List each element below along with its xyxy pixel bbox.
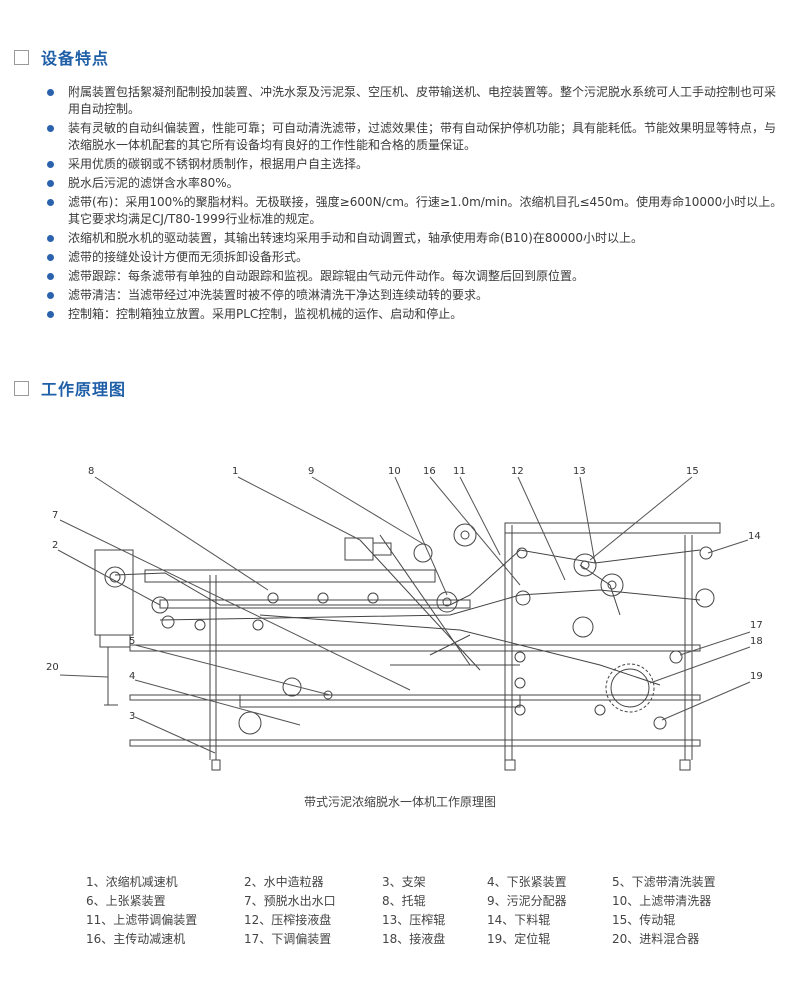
legend-item: 6、上张紧装置 [86, 894, 166, 908]
legend-item: 1、浓缩机减速机 [86, 875, 178, 889]
machine-frame [129, 522, 721, 771]
features-list: 附属装置包括絮凝剂配制投加装置、冲洗水泵及污泥泵、空压机、皮带输送机、电控装置等… [44, 84, 784, 325]
feature-item: 浓缩机和脱水机的驱动装置，其输出转速均采用手动和自动调置式，轴承使用寿命(B10… [44, 230, 784, 247]
filter-belts [114, 534, 701, 686]
legend-item: 17、下调偏装置 [244, 932, 332, 946]
legend-item: 18、接液盘 [382, 932, 446, 946]
legend-item: 4、下张紧装置 [487, 875, 567, 889]
legend-item: 7、预脱水出水口 [244, 894, 336, 908]
callout-3: 3 [129, 711, 135, 722]
feature-item: 滤带(布)：采用100%的聚脂材料。无极联接，强度≥600N/cm。行速≥1.0… [44, 194, 784, 228]
legend-item: 2、水中造粒器 [244, 875, 324, 889]
callout-16: 16 [423, 466, 436, 477]
feature-text: 脱水后污泥的滤饼含水率80%。 [68, 176, 239, 190]
section-title-features: 设备特点 [41, 49, 110, 68]
callout-7: 7 [52, 510, 58, 521]
feature-text: 装有灵敏的自动纠偏装置，性能可靠；可自动清洗滤带，过滤效果佳；带有自动保护停机功… [68, 121, 777, 152]
feature-item: 装有灵敏的自动纠偏装置，性能可靠；可自动清洗滤带，过滤效果佳；带有自动保护停机功… [44, 120, 784, 154]
callout-1: 1 [232, 466, 238, 477]
section-checkbox-icon [14, 49, 29, 65]
section-title-diagram: 工作原理图 [41, 380, 127, 399]
feature-text: 采用优质的碳钢或不锈钢材质制作，根据用户自主选择。 [68, 157, 369, 171]
legend-item: 13、压榨辊 [382, 913, 446, 927]
callout-13: 13 [573, 466, 586, 477]
bullet-icon [47, 311, 54, 318]
legend-item: 11、上滤带调偏装置 [86, 913, 198, 927]
callout-4: 4 [129, 671, 135, 682]
callout-8: 8 [88, 466, 94, 477]
callout-numbers: 1 2 3 4 5 7 8 9 10 16 11 12 13 15 14 17 … [46, 466, 763, 722]
callout-12: 12 [511, 466, 524, 477]
legend-item: 10、上滤带清洗器 [612, 894, 712, 908]
feature-item: 脱水后污泥的滤饼含水率80%。 [44, 175, 784, 192]
callout-18: 18 [750, 636, 763, 647]
feature-text: 滤带的接缝处设计方便而无须拆卸设备形式。 [68, 250, 309, 264]
callout-2: 2 [52, 540, 58, 551]
callout-19: 19 [750, 671, 763, 682]
feature-item: 附属装置包括絮凝剂配制投加装置、冲洗水泵及污泥泵、空压机、皮带输送机、电控装置等… [44, 84, 784, 118]
parts-legend: 1、浓缩机减速机 2、水中造粒器 3、支架 4、下张紧装置 5、下滤带清洗装置 6、上张紧… [86, 875, 786, 947]
legend-item: 5、下滤带清洗装置 [612, 875, 716, 889]
legend-item: 15、传动辊 [612, 913, 676, 927]
feature-text: 滤带清洁：当滤带经过冲洗装置时被不停的喷淋清洗干净达到连续动转的要求。 [68, 288, 489, 302]
bullet-icon [47, 180, 54, 187]
feature-item: 控制箱：控制箱独立放置。采用PLC控制，监视机械的运作、启动和停止。 [44, 306, 784, 323]
callout-lines [57, 476, 751, 754]
legend-item: 16、主传动减速机 [86, 932, 186, 946]
feature-text: 附属装置包括絮凝剂配制投加装置、冲洗水泵及污泥泵、空压机、皮带输送机、电控装置等… [68, 85, 777, 116]
legend-item: 14、下料辊 [487, 913, 551, 927]
feature-item: 采用优质的碳钢或不锈钢材质制作，根据用户自主选择。 [44, 156, 784, 173]
legend-item: 8、托辊 [382, 894, 426, 908]
legend-item: 3、支架 [382, 875, 426, 889]
bullet-icon [47, 254, 54, 261]
callout-20: 20 [46, 662, 59, 673]
callout-5: 5 [129, 636, 135, 647]
feature-text: 浓缩机和脱水机的驱动装置，其输出转速均采用手动和自动调置式，轴承使用寿命(B10… [68, 231, 644, 245]
feature-item: 滤带清洁：当滤带经过冲洗装置时被不停的喷淋清洗干净达到连续动转的要求。 [44, 287, 784, 304]
bullet-icon [47, 292, 54, 299]
callout-11: 11 [453, 466, 466, 477]
bullet-icon [47, 89, 54, 96]
feature-text: 滤带(布)：采用100%的聚脂材料。无极联接，强度≥600N/cm。行速≥1.0… [68, 195, 783, 226]
callout-9: 9 [308, 466, 314, 477]
callout-14: 14 [748, 531, 761, 542]
section-header-diagram: 工作原理图 [14, 376, 126, 400]
feature-item: 滤带的接缝处设计方便而无须拆卸设备形式。 [44, 249, 784, 266]
bullet-icon [47, 235, 54, 242]
rollers [104, 523, 715, 735]
bullet-icon [47, 199, 54, 206]
legend-item: 9、污泥分配器 [487, 894, 567, 908]
callout-17: 17 [750, 620, 763, 631]
feature-text: 滤带跟踪：每条滤带有单独的自动跟踪和监视。跟踪辊由气动元件动作。每次调整后回到原… [68, 269, 585, 283]
bullet-icon [47, 125, 54, 132]
legend-item: 12、压榨接液盘 [244, 913, 332, 927]
legend-item: 19、定位辊 [487, 932, 551, 946]
section-header-features: 设备特点 [14, 45, 109, 69]
feature-text: 控制箱：控制箱独立放置。采用PLC控制，监视机械的运作、启动和停止。 [68, 307, 463, 321]
legend-item: 20、进料混合器 [612, 932, 700, 946]
bullet-icon [47, 273, 54, 280]
callout-15: 15 [686, 466, 699, 477]
reducer-motor [344, 537, 392, 561]
feature-item: 滤带跟踪：每条滤带有单独的自动跟踪和监视。跟踪辊由气动元件动作。每次调整后回到原… [44, 268, 784, 285]
bullet-icon [47, 161, 54, 168]
mixing-tank [94, 549, 134, 706]
diagram-caption: 带式污泥浓缩脱水一体机工作原理图 [303, 795, 496, 809]
callout-10: 10 [388, 466, 401, 477]
section-checkbox-icon [14, 380, 29, 396]
working-principle-diagram: 1 2 3 4 5 7 8 9 10 16 11 12 13 15 14 17 … [0, 455, 800, 785]
